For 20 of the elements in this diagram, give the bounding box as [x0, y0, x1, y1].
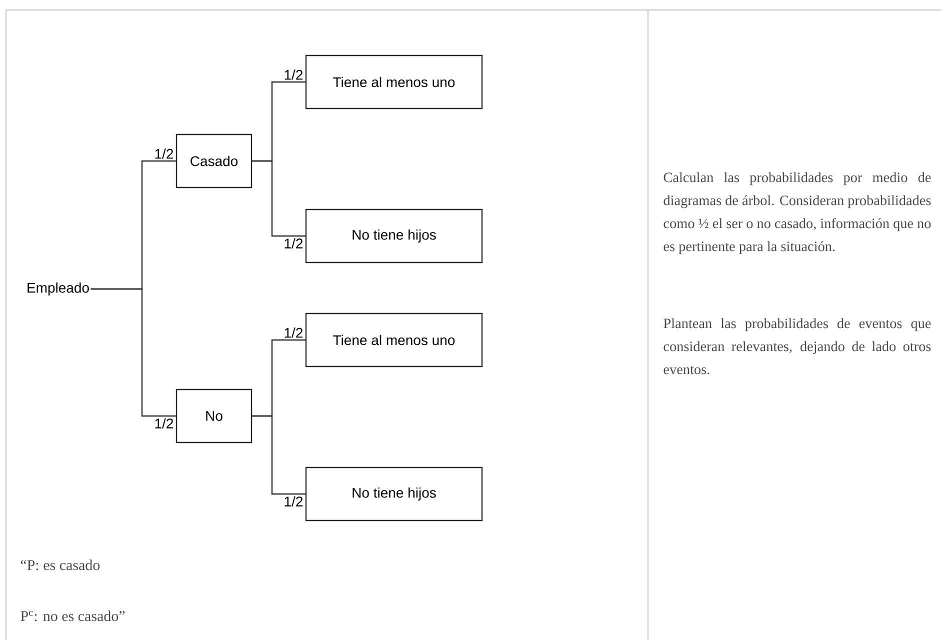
probability-label: 1/2 [155, 418, 173, 428]
probability-label: 1/2 [284, 496, 302, 506]
tree-branch [252, 160, 306, 237]
outcome-box: No tiene hijos [305, 208, 483, 264]
outcome-box: Casado [176, 134, 252, 188]
comment-paragraph: Calculan las probabilidades por medio de diagramas de árbol. Consideran probabilidades como ½ el ser o no casado, información que no es pertinente para la situación. [664, 172, 931, 254]
outcome-box: No tiene hijos [305, 466, 483, 522]
note-text: “P: es casado [20, 560, 100, 570]
outcome-box: Tiene al menos uno [305, 312, 483, 368]
root-label: Empleado [28, 282, 89, 296]
tree-branch [252, 415, 306, 495]
probability-label: 1/2 [284, 238, 302, 248]
probability-label: 1/2 [284, 328, 302, 338]
outcome-box: No [176, 388, 252, 444]
note-text: P$^{c}$: no es casado” [20, 610, 125, 622]
comment-paragraph: Plantean las probabilidades de eventos que consideran relevantes, dejando de lado otros eventos. [664, 318, 931, 374]
probability-label: 1/2 [284, 70, 302, 80]
probability-label: 1/2 [155, 148, 173, 159]
tree-branch [90, 288, 176, 417]
outcome-box: Tiene al menos uno [305, 54, 483, 110]
